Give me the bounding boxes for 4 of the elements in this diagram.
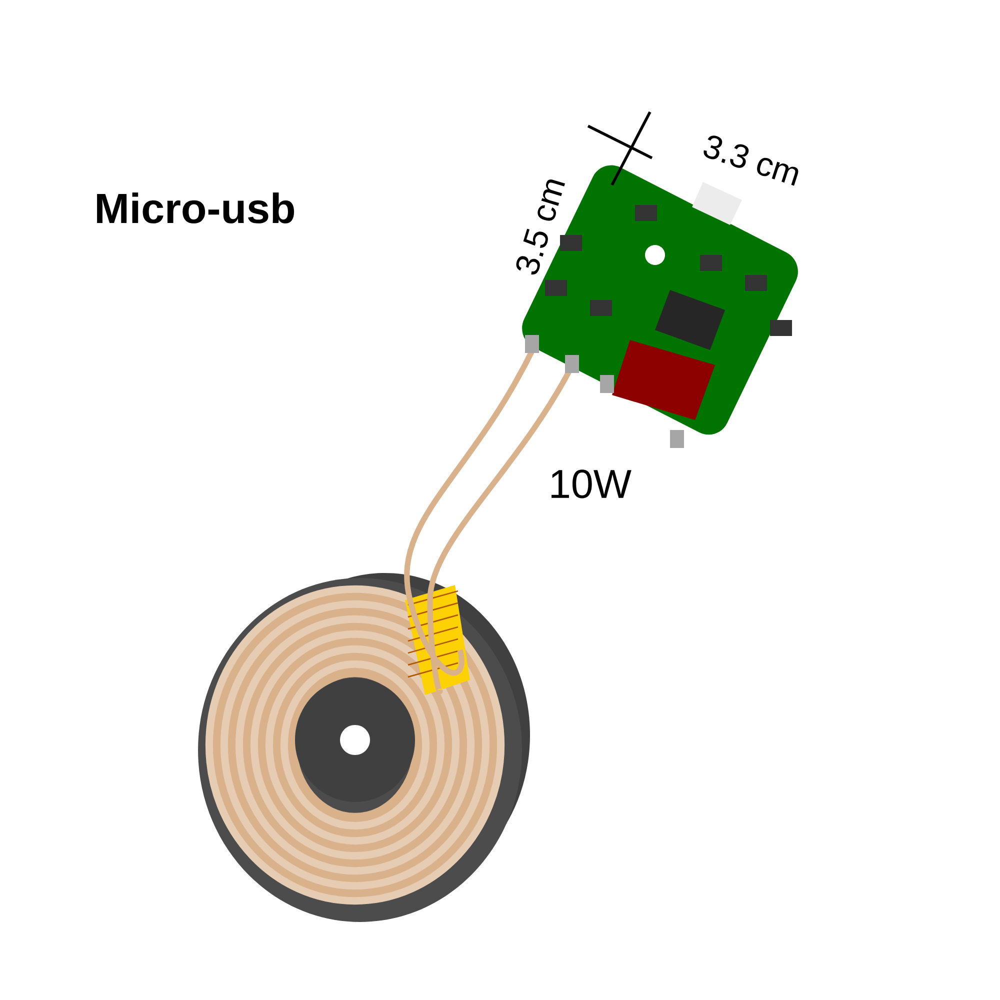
title-text: Micro-usb xyxy=(97,192,294,224)
dimension-label: 3.5 cm xyxy=(516,180,565,274)
power-label: 10W xyxy=(552,470,632,498)
dimension-label: 3.3 cm xyxy=(704,136,798,186)
